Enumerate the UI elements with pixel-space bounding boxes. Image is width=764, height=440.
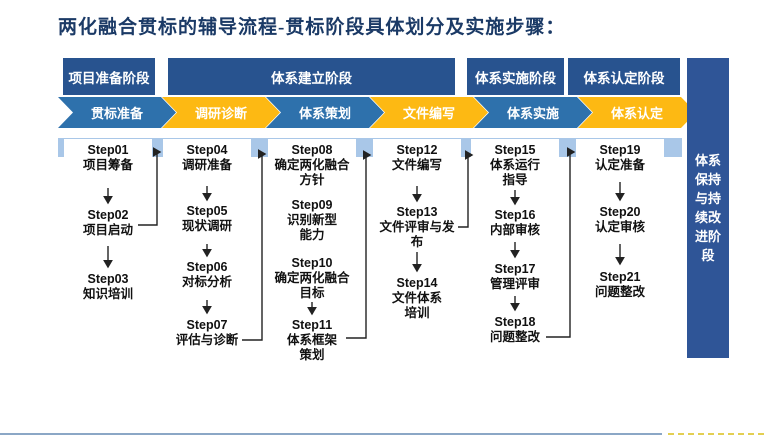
step-number: Step21 bbox=[599, 270, 641, 284]
step-name: 现状调研 bbox=[181, 219, 232, 233]
step-number: Step10 bbox=[291, 256, 333, 270]
step-number: Step19 bbox=[599, 143, 641, 157]
step-name: 文件编写 bbox=[391, 158, 442, 172]
step-number: Step13 bbox=[396, 205, 438, 219]
step-number: Step08 bbox=[291, 143, 333, 157]
chevron-system-planning: 体系策划 bbox=[266, 97, 384, 128]
step-name: 识别新型 能力 bbox=[286, 213, 337, 242]
step-name: 确定两化融合 目标 bbox=[274, 271, 350, 300]
chevron-label: 体系认定 bbox=[610, 106, 663, 121]
step-name: 体系运行 指导 bbox=[489, 158, 540, 187]
step-number: Step14 bbox=[396, 276, 438, 290]
phase-label: 项目准备阶段 bbox=[68, 70, 150, 86]
step-name: 项目筹备 bbox=[82, 158, 133, 172]
chevron-label: 调研诊断 bbox=[194, 106, 247, 121]
phase-label: 体系实施阶段 bbox=[475, 70, 556, 86]
step-number: Step01 bbox=[87, 143, 129, 157]
step-number: Step09 bbox=[291, 198, 333, 212]
chevron-research-diagnosis: 调研诊断 bbox=[162, 97, 280, 128]
chevron-label: 贯标准备 bbox=[90, 106, 143, 121]
step-name: 评估与诊断 bbox=[175, 333, 239, 347]
phase-label: 体系建立阶段 bbox=[271, 70, 352, 86]
step-name: 问题整改 bbox=[594, 285, 645, 299]
step-number: Step06 bbox=[186, 260, 228, 274]
bottom-border-line bbox=[0, 433, 662, 435]
step-name: 认定准备 bbox=[594, 158, 645, 172]
step-number: Step05 bbox=[186, 204, 228, 218]
sidebar-maintain-improve-phase: 体系 保持 与持 续改 进阶 段 bbox=[687, 58, 729, 358]
sidebar-label: 体系 保持 与持 续改 进阶 段 bbox=[694, 153, 721, 263]
step-number: Step11 bbox=[291, 318, 333, 332]
step-number: Step16 bbox=[494, 208, 536, 222]
chevron-standard-preparation: 贯标准备 bbox=[58, 97, 176, 128]
page-title: 两化融合贯标的辅导流程-贯标阶段具体划分及实施步骤： bbox=[58, 17, 566, 38]
step-number: Step18 bbox=[494, 315, 536, 329]
step-number: Step03 bbox=[87, 272, 129, 286]
phase-label: 体系认定阶段 bbox=[583, 70, 665, 86]
chevron-label: 体系实施 bbox=[506, 106, 559, 121]
step-name: 管理评审 bbox=[489, 277, 540, 291]
chevron-label: 体系策划 bbox=[298, 106, 351, 121]
bottom-border-dashes bbox=[668, 433, 764, 435]
chevron-label: 文件编写 bbox=[402, 106, 455, 121]
step-number: Step07 bbox=[186, 318, 228, 332]
phase-box-system-certification: 体系认定阶段 bbox=[568, 58, 680, 95]
phase-box-system-implementation: 体系实施阶段 bbox=[467, 58, 564, 95]
step-name: 调研准备 bbox=[181, 158, 232, 172]
step-name: 项目启动 bbox=[82, 223, 133, 237]
step-name: 问题整改 bbox=[489, 330, 540, 344]
step-name: 体系框架 策划 bbox=[286, 333, 337, 362]
step-number: Step17 bbox=[494, 262, 536, 276]
step-number: Step04 bbox=[186, 143, 228, 157]
step-name: 对标分析 bbox=[181, 275, 232, 289]
step-number: Step20 bbox=[599, 205, 641, 219]
step-number: Step02 bbox=[87, 208, 129, 222]
step-name: 内部审核 bbox=[489, 223, 540, 237]
chevron-system-certification: 体系认定 bbox=[578, 97, 696, 128]
chevron-document-writing: 文件编写 bbox=[370, 97, 488, 128]
chevron-system-implementation: 体系实施 bbox=[474, 97, 592, 128]
step-number: Step15 bbox=[494, 143, 536, 157]
step-name: 认定审核 bbox=[594, 220, 645, 234]
step-name: 文件体系 培训 bbox=[391, 291, 442, 320]
phase-box-system-establishment: 体系建立阶段 bbox=[168, 58, 455, 95]
step-name: 知识培训 bbox=[82, 287, 133, 301]
step-name: 确定两化融合 方针 bbox=[274, 158, 350, 187]
phase-box-project-preparation: 项目准备阶段 bbox=[63, 58, 155, 95]
step-number: Step12 bbox=[396, 143, 438, 157]
step-name: 文件评审与发 布 bbox=[379, 220, 455, 249]
